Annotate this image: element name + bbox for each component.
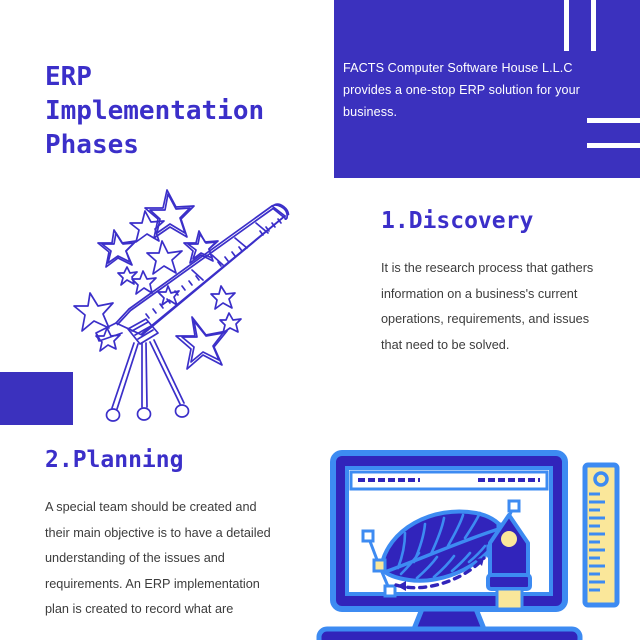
page-title: ERP Implementation Phases [45, 60, 320, 162]
section-planning-heading: 2.Planning [45, 447, 184, 473]
decorative-horizontal-bar-2 [587, 143, 640, 148]
accent-square [0, 372, 73, 425]
telescope-illustration [72, 183, 304, 428]
decorative-horizontal-bar-1 [587, 118, 640, 123]
monitor-illustration [313, 447, 640, 640]
page-title-line-2: Implementation [45, 96, 265, 126]
decorative-vertical-bar-1 [564, 0, 569, 51]
decorative-vertical-bar-2 [591, 0, 596, 51]
section-discovery: 1.Discovery It is the research process t… [381, 208, 621, 358]
section-discovery-heading: 1.Discovery [381, 208, 534, 234]
section-planning: 2.Planning A special team should be crea… [45, 447, 295, 623]
section-planning-body: A special team should be created and the… [45, 500, 271, 616]
page-title-line-3: Phases [45, 130, 139, 160]
page-title-line-1: ERP [45, 62, 92, 92]
header-panel: FACTS Computer Software House L.L.C prov… [334, 0, 640, 178]
header-blurb: FACTS Computer Software House L.L.C prov… [343, 61, 580, 119]
section-discovery-body: It is the research process that gathers … [381, 261, 594, 352]
